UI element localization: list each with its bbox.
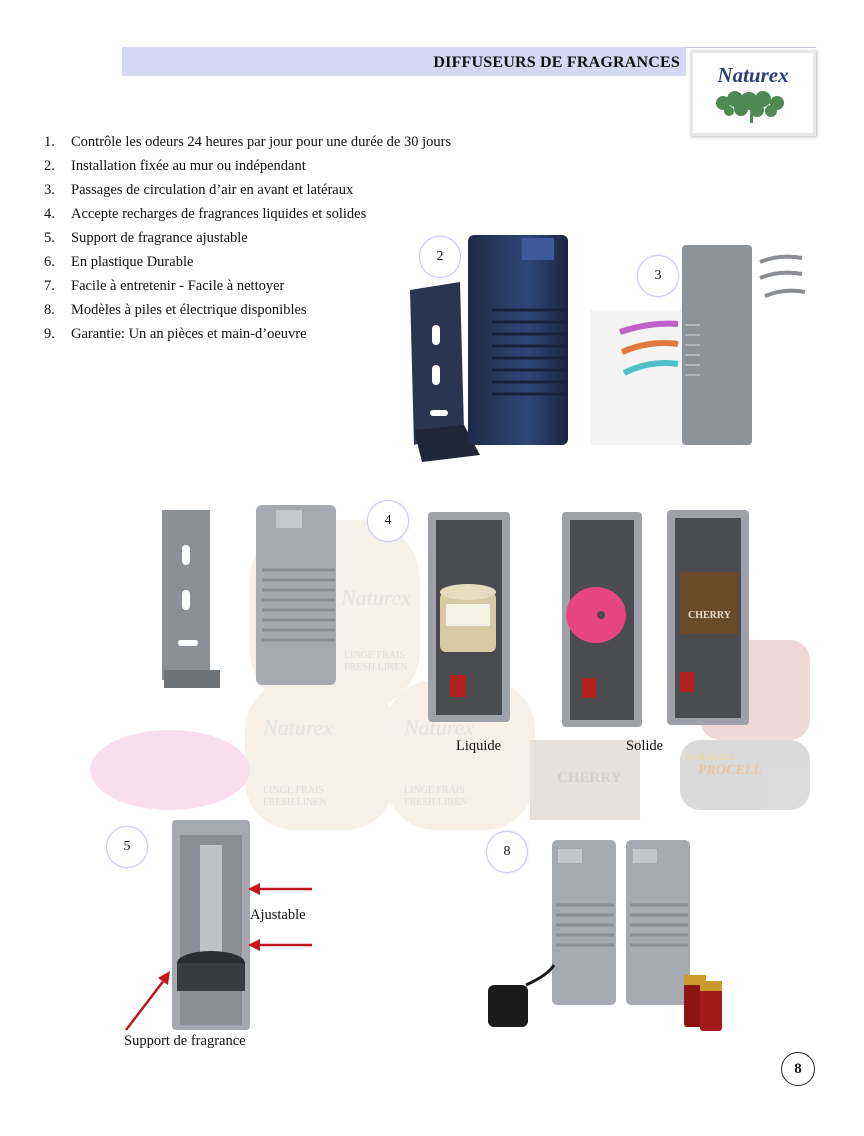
bg-battery-model: PROCELL: [698, 763, 762, 778]
caption-support: Support de fragrance: [124, 1033, 246, 1049]
header-bar: DIFFUSEURS DE FRAGRANCES: [122, 47, 686, 76]
bg-can-product-en-3: FRESH LINEN: [404, 797, 468, 808]
photo-badge-4: 4: [367, 500, 409, 542]
photo-refill-types: [162, 505, 749, 727]
bg-can-product: LINGE FRAIS: [344, 650, 405, 661]
feature-item: 2.Installation fixée au mur ou indépenda…: [44, 158, 306, 174]
bg-battery-brand: DURACELL: [686, 752, 737, 762]
photo-airflow: [590, 245, 806, 445]
pad-cherry-label: CHERRY: [688, 610, 731, 621]
bg-cherry-label: CHERRY: [557, 770, 622, 786]
page-number: 8: [781, 1052, 815, 1086]
feature-item: 8.Modèles à piles et électrique disponib…: [44, 302, 307, 318]
feature-list: 1.Contrôle les odeurs 24 heures par jour…: [44, 130, 451, 346]
feature-item: 9.Garantie: Un an pièces et main-d’oeuvr…: [44, 326, 307, 342]
photo-badge-5: 5: [106, 826, 148, 868]
feature-item: 4.Accepte recharges de fragrances liquid…: [44, 206, 367, 222]
feature-item: 3.Passages de circulation d’air en avant…: [44, 182, 354, 198]
caption-liquide: Liquide: [456, 738, 502, 754]
photo-badge-8: 8: [486, 831, 528, 873]
header-rule: [686, 47, 816, 48]
feature-item: 1.Contrôle les odeurs 24 heures par jour…: [44, 134, 452, 150]
photo-badge-2: 2: [419, 236, 461, 278]
logo-text: Naturex: [717, 63, 789, 87]
caption-ajustable: Ajustable: [250, 907, 306, 923]
logo-foliage-icon: [716, 91, 784, 123]
photo-adjustable-holder: [125, 820, 312, 1031]
bg-can-brand-2: Naturex: [263, 715, 334, 740]
bg-can-product-en: FRESH LINEN: [344, 662, 408, 673]
bg-can-product-en-2: FRESH LINEN: [263, 797, 327, 808]
feature-item: 7.Facile à entretenir - Facile à nettoye…: [44, 278, 285, 294]
page-title: DIFFUSEURS DE FRAGRANCES: [433, 54, 680, 71]
bg-can-product-2: LINGE FRAIS: [263, 785, 324, 796]
feature-item: 5.Support de fragrance ajustable: [44, 230, 248, 246]
caption-solide: Solide: [626, 738, 664, 754]
photo-power-models: [488, 840, 722, 1031]
photo-blue-dispenser: [410, 235, 568, 462]
photo-badge-3: 3: [637, 255, 679, 297]
feature-item: 6.En plastique Durable: [44, 254, 194, 270]
naturex-logo: Naturex: [690, 50, 816, 136]
bg-can-product-3: LINGE FRAIS: [404, 785, 465, 796]
bg-can-brand: Naturex: [341, 585, 412, 610]
